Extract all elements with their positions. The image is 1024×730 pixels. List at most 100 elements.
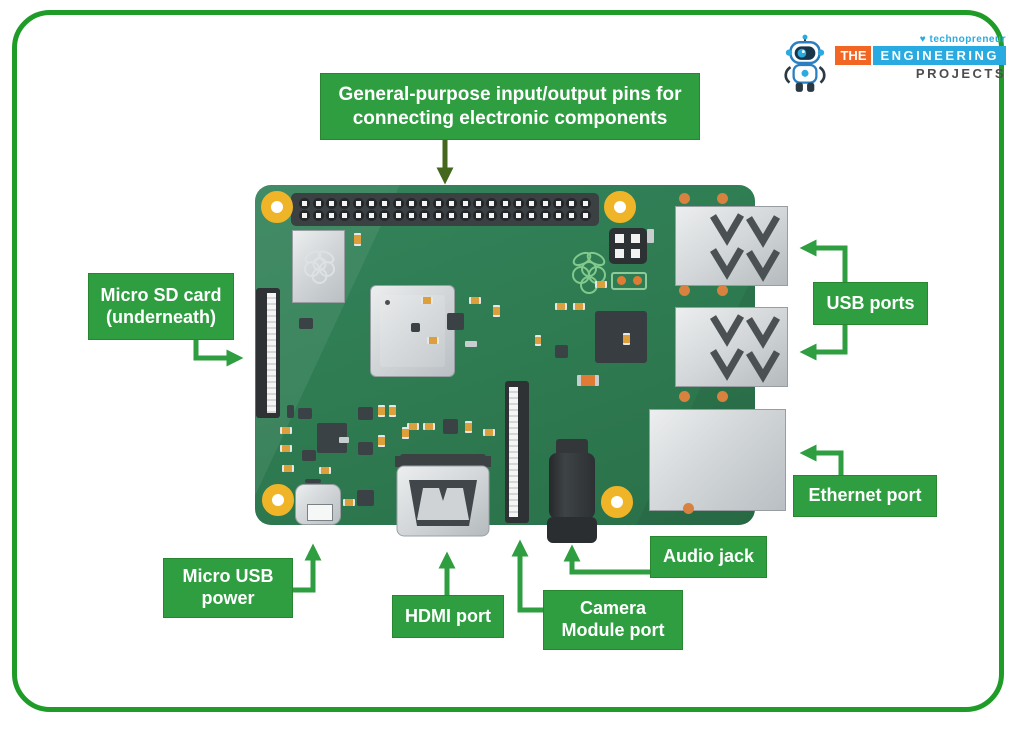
display-connector [256, 288, 280, 418]
display-connector-ribbon [267, 293, 276, 413]
hdmi-port [395, 454, 491, 537]
mounting-hole [601, 486, 633, 518]
smd-component [302, 450, 316, 461]
label-audio-jack: Audio jack [650, 536, 767, 578]
gpio-pin [512, 210, 524, 222]
micro-usb-slot [307, 504, 333, 521]
gpio-pin [432, 210, 444, 222]
ethernet-controller-chip [595, 311, 647, 363]
gpio-pin [566, 210, 578, 222]
raspberry-etch-icon [304, 250, 335, 284]
gpio-pin [472, 210, 484, 222]
solder-pad [717, 391, 728, 402]
gpio-pin [365, 210, 377, 222]
smd-component [378, 435, 385, 447]
smd-component [555, 345, 568, 358]
jumper-header [609, 228, 647, 264]
gpio-pin [486, 197, 498, 209]
gpio-pin [352, 197, 364, 209]
smd-component [647, 229, 654, 243]
smd-component [555, 303, 567, 310]
smd-component [319, 467, 331, 474]
gpio-pin [339, 197, 351, 209]
gpio-pin [406, 210, 418, 222]
smd-component [282, 465, 294, 472]
raspberry-pi-logo [572, 251, 606, 294]
smd-component [469, 297, 481, 304]
smd-component [298, 408, 312, 419]
smd-component [339, 437, 349, 443]
gpio-pin [459, 197, 471, 209]
smd-component [407, 423, 419, 430]
mounting-hole [262, 484, 294, 516]
micro-usb-power-port [295, 484, 341, 525]
gpio-pin [325, 197, 337, 209]
gpio-pin [446, 197, 458, 209]
brand-tagline: ♥ technopreneur [920, 34, 1006, 45]
smd-component [535, 335, 541, 346]
mounting-hole [261, 191, 293, 223]
smd-component [378, 405, 385, 417]
gpio-pin [566, 197, 578, 209]
raspberry-pi-board [255, 185, 788, 543]
label-ethernet-port: Ethernet port [793, 475, 937, 517]
smd-component [447, 313, 464, 330]
gpio-pin [579, 210, 591, 222]
label-usb-ports: USB ports [813, 282, 928, 325]
soc-chip [370, 285, 455, 377]
robot-icon [784, 34, 826, 92]
gpio-pin [339, 210, 351, 222]
gpio-pin [526, 197, 538, 209]
gpio-pin [499, 197, 511, 209]
smd-component [357, 490, 374, 506]
smd-component [421, 297, 433, 304]
gpio-pin [499, 210, 511, 222]
brand-tagline-text: technopreneur [929, 34, 1006, 45]
gpio-pin [539, 197, 551, 209]
pin1-dot [385, 300, 390, 305]
smd-component [343, 499, 355, 506]
smd-component [287, 405, 294, 418]
mounting-hole [604, 191, 636, 223]
camera-connector-ribbon [509, 387, 518, 517]
usb-port-upper [675, 206, 788, 286]
gpio-pin [379, 210, 391, 222]
camera-connector [505, 381, 529, 523]
gpio-pin [352, 210, 364, 222]
smd-component [402, 427, 409, 439]
gpio-pin [299, 210, 311, 222]
smd-component [443, 419, 458, 434]
gpio-header [291, 193, 599, 226]
gpio-pin [312, 197, 324, 209]
smd-component [411, 323, 420, 332]
smd-component [427, 337, 439, 344]
solder-pad [683, 503, 694, 514]
brand-the: THE [835, 46, 872, 65]
label-gpio: General-purpose input/output pins for co… [320, 73, 700, 140]
gpio-pin [419, 197, 431, 209]
gpio-pin [539, 210, 551, 222]
gpio-pin [365, 197, 377, 209]
gpio-pin [446, 210, 458, 222]
gpio-pin [379, 197, 391, 209]
solder-pad [679, 193, 690, 204]
smd-component [280, 445, 292, 452]
solder-pad [679, 391, 690, 402]
smd-component [573, 303, 585, 310]
label-hdmi-port: HDMI port [392, 595, 504, 638]
brand-logo: ♥ technopreneur THE ENGINEERING PROJECTS [784, 34, 1006, 96]
smd-component [354, 233, 361, 246]
label-micro-usb: Micro USB power [163, 558, 293, 618]
label-camera-module: Camera Module port [543, 590, 683, 650]
solder-pad [717, 285, 728, 296]
gpio-pin [419, 210, 431, 222]
smd-component [493, 305, 500, 317]
gpio-pin [299, 197, 311, 209]
gpio-pin [312, 210, 324, 222]
run-header [611, 272, 647, 290]
gpio-pin [472, 197, 484, 209]
gpio-pin [392, 197, 404, 209]
gpio-pin [512, 197, 524, 209]
heart-icon: ♥ [919, 34, 927, 45]
